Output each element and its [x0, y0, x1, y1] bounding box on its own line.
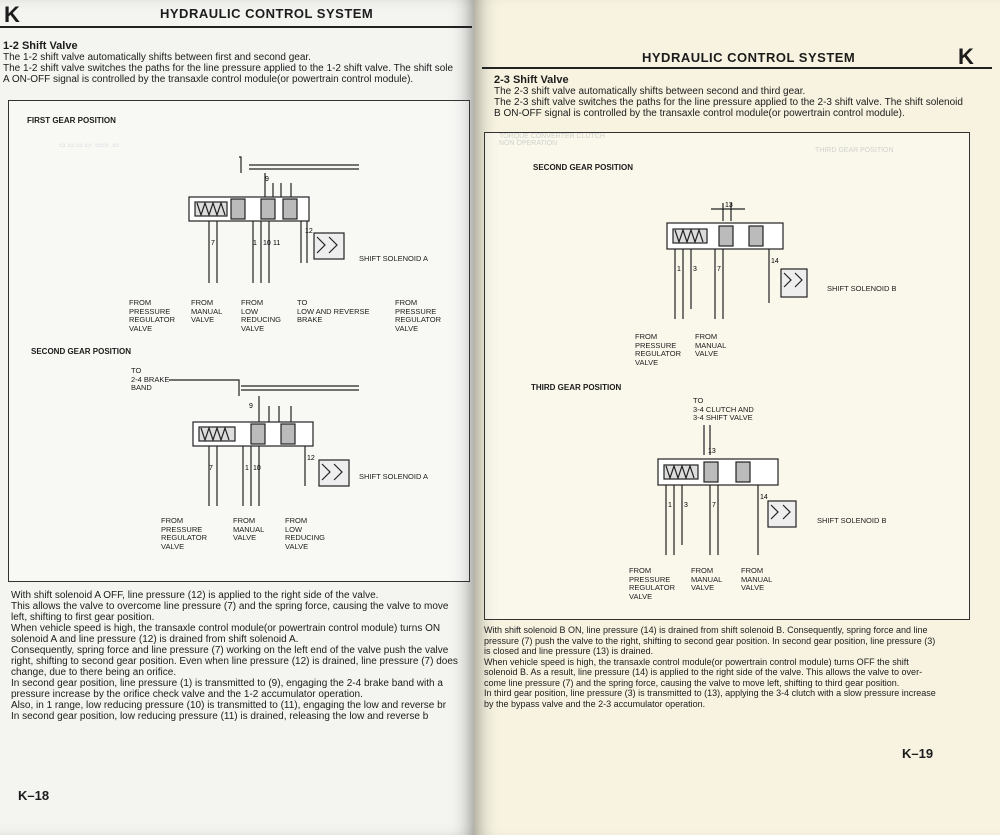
svg-text:7: 7 — [712, 502, 716, 509]
svg-text:1: 1 — [253, 240, 257, 247]
svg-text:7: 7 — [211, 240, 215, 247]
shift-valve-diagram-first-gear: 9 7 1 10 11 12 — [188, 156, 359, 283]
body-line: In second gear position, line pressure (… — [11, 678, 443, 689]
body-line: come line pressure (7) and the spring fo… — [484, 677, 900, 688]
label-shift-solenoid-a: SHIFT SOLENOID A — [359, 254, 429, 263]
section-title: 2-3 Shift Valve — [494, 74, 569, 86]
body-line: solenoid B. As a result, line pressure (… — [484, 667, 923, 677]
svg-text:12: 12 — [307, 455, 315, 462]
intro-line: The 2-3 shift valve switches the paths f… — [494, 97, 963, 108]
shift-valve-diagram-second-gear: 9 7 1 10 12 — [169, 379, 359, 506]
right-page: HYDRAULIC CONTROL SYSTEM K 2-3 Shift Val… — [474, 0, 1000, 835]
page-number: K–19 — [902, 746, 934, 761]
body-line: Consequently, spring force and line pres… — [11, 645, 449, 656]
body-line: change, due to there being an orifice. — [11, 667, 177, 678]
label-shift-solenoid-a: SHIFT SOLENOID A — [359, 472, 429, 481]
intro-text: The 1-2 shift valve automatically shifts… — [3, 52, 473, 85]
label-from-low-reducing: FROM LOW REDUCING VALVE — [285, 516, 326, 551]
body-line: by the bypass valve and the 2-3 accumula… — [484, 698, 706, 709]
show-through: ▭ ▭ ▭ ▭ ▭▭ ▭ — [59, 142, 119, 149]
label-from-pressure-regulator: FROM PRESSURE REGULATOR VALVE — [161, 516, 207, 551]
body-line: With shift solenoid B ON, line pressure … — [484, 625, 928, 635]
body-line: When vehicle speed is high, the transaxl… — [11, 623, 441, 634]
diagram-panel: THIRD GEAR POSITION TORQUE CONVERTER CLU… — [484, 132, 970, 620]
label-from-pressure-regulator-2: FROM PRESSURE REGULATOR VALVE — [395, 298, 441, 333]
body-line: pressure increase by the orifice check v… — [11, 689, 363, 700]
svg-text:3: 3 — [693, 266, 697, 273]
svg-text:10: 10 — [263, 240, 271, 247]
svg-text:9: 9 — [249, 403, 253, 410]
shift-valve-diagram-second-gear: 13 1 3 7 14 — [666, 202, 808, 319]
svg-text:14: 14 — [760, 494, 768, 501]
show-through: THIRD GEAR POSITION — [815, 147, 894, 154]
body-line: In second gear position, low reducing pr… — [11, 711, 429, 722]
body-line: In third gear position, line pressure (3… — [484, 688, 936, 698]
label-from-manual: FROM MANUAL VALVE — [695, 332, 727, 358]
diagram-title-second-gear: SECOND GEAR POSITION — [31, 347, 132, 356]
body-line: pressure (7) push the valve to the right… — [484, 635, 936, 646]
left-page: K HYDRAULIC CONTROL SYSTEM 1-2 Shift Val… — [0, 0, 478, 835]
label-shift-solenoid-b: SHIFT SOLENOID B — [817, 516, 887, 525]
page-header: HYDRAULIC CONTROL SYSTEM — [642, 50, 856, 65]
intro-line: A ON-OFF signal is controlled by the tra… — [3, 74, 414, 85]
section-letter: K — [958, 44, 974, 69]
label-shift-solenoid-b: SHIFT SOLENOID B — [827, 284, 897, 293]
intro-text: The 2-3 shift valve automatically shifts… — [494, 86, 964, 119]
label-from-low-reducing: FROM LOW REDUCING VALVE — [241, 298, 282, 333]
svg-text:1: 1 — [668, 502, 672, 509]
intro-line: B ON-OFF signal is controlled by the tra… — [494, 108, 905, 119]
diagram-panel: ▭ ▭ ▭ ▭ ▭▭ ▭ FIRST GEAR POSITION 9 7 1 1… — [8, 100, 470, 582]
label-from-manual: FROM MANUAL VALVE — [691, 566, 723, 592]
svg-text:10: 10 — [253, 465, 261, 472]
label-from-manual: FROM MANUAL VALVE — [233, 516, 265, 542]
svg-text:14: 14 — [771, 258, 779, 265]
body-line: right, shifting to second gear position.… — [11, 656, 458, 667]
diagram-title-third-gear: THIRD GEAR POSITION — [531, 383, 622, 392]
svg-text:1: 1 — [677, 266, 681, 273]
page-header: HYDRAULIC CONTROL SYSTEM — [160, 6, 374, 21]
svg-text:12: 12 — [305, 228, 313, 235]
label-to-3-4-clutch: TO 3-4 CLUTCH AND 3-4 SHIFT VALVE — [693, 396, 754, 422]
svg-text:7: 7 — [717, 266, 721, 273]
diagram-title-second-gear: SECOND GEAR POSITION — [533, 163, 634, 172]
svg-text:3: 3 — [684, 502, 688, 509]
svg-text:9: 9 — [265, 176, 269, 183]
svg-text:1: 1 — [245, 465, 249, 472]
label-from-pressure-regulator: FROM PRESSURE REGULATOR VALVE — [129, 298, 175, 333]
body-line: is closed and line pressure (13) is drai… — [484, 646, 654, 656]
intro-line: The 1-2 shift valve switches the paths f… — [3, 63, 454, 74]
show-through: TORQUE CONVERTER CLUTCH NON OPERATION — [499, 133, 605, 147]
svg-text:13: 13 — [708, 448, 716, 455]
body-line: solenoid A and line pressure (12) is dra… — [11, 634, 299, 645]
label-to-low-reverse-brake: TO LOW AND REVERSE BRAKE — [297, 298, 370, 324]
label-from-manual: FROM MANUAL VALVE — [191, 298, 223, 324]
label-from-manual-2: FROM MANUAL VALVE — [741, 566, 773, 592]
body-line: This allows the valve to overcome line p… — [11, 601, 449, 612]
intro-line: The 2-3 shift valve automatically shifts… — [494, 86, 806, 97]
diagram-title-first-gear: FIRST GEAR POSITION — [27, 116, 116, 125]
body-line: With shift solenoid A OFF, line pressure… — [11, 590, 379, 601]
section-letter: K — [4, 2, 20, 27]
body-text: With shift solenoid B ON, line pressure … — [484, 625, 974, 709]
page-number: K–18 — [18, 788, 50, 803]
label-to-2-4-brake-band: TO 2-4 BRAKE BAND — [131, 366, 170, 392]
svg-text:11: 11 — [273, 240, 280, 247]
intro-line: The 1-2 shift valve automatically shifts… — [3, 52, 311, 63]
header-rule — [482, 67, 992, 69]
header-rule — [0, 26, 472, 28]
body-line: left, shifting to first gear position. — [11, 612, 155, 623]
body-line: When vehicle speed is high, the transaxl… — [484, 656, 909, 667]
svg-text:7: 7 — [209, 465, 213, 472]
body-text: With shift solenoid A OFF, line pressure… — [11, 590, 471, 722]
label-from-pressure-regulator: FROM PRESSURE REGULATOR VALVE — [635, 332, 681, 367]
shift-valve-diagram-third-gear: 13 1 3 7 14 — [657, 425, 797, 555]
body-line: Also, in 1 range, low reducing pressure … — [11, 700, 447, 711]
section-title: 1-2 Shift Valve — [3, 40, 78, 52]
label-from-pressure-regulator: FROM PRESSURE REGULATOR VALVE — [629, 566, 675, 601]
svg-text:13: 13 — [725, 202, 733, 209]
